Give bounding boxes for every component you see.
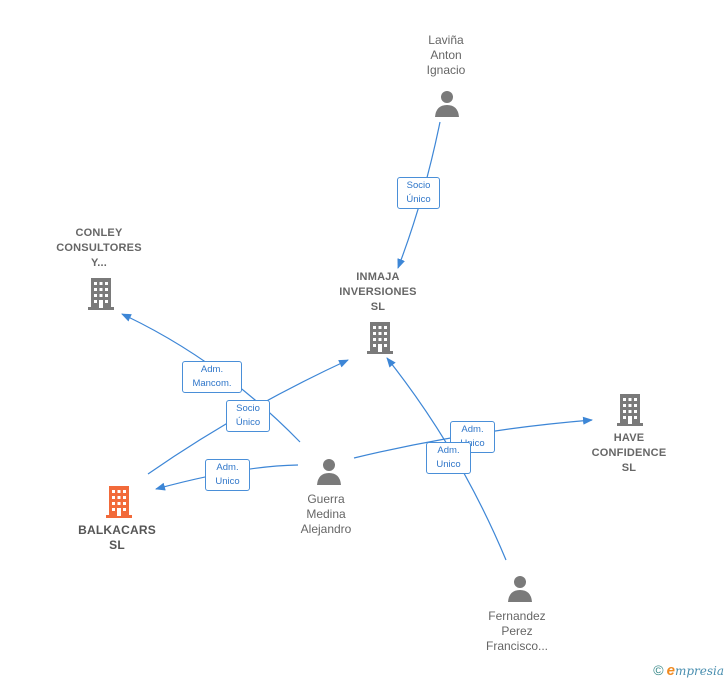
edge-label-line: Unico	[460, 438, 485, 449]
edge-label-line: Unico	[215, 476, 240, 487]
node-label-inmaja[interactable]: INMAJA INVERSIONES SL	[339, 270, 416, 315]
node-label-line: SL	[621, 462, 637, 474]
node-label-line: Anton	[430, 48, 462, 62]
node-label-line: Guerra	[307, 492, 345, 506]
node-label-line: INVERSIONES	[339, 286, 417, 298]
brand-initial: e	[666, 662, 675, 679]
node-label-line: CONSULTORES	[56, 242, 142, 254]
edge-label-line: Socio	[236, 403, 260, 414]
edge-label-line: Adm.	[437, 445, 460, 456]
edge-label-guerra-inmaja[interactable]: Socio Único	[226, 400, 270, 432]
edge-label-line: Socio	[406, 180, 431, 191]
building-icon[interactable]	[85, 276, 117, 310]
node-label-line: Fernandez	[488, 609, 546, 623]
edge-label-line: Mancom.	[192, 378, 232, 389]
node-label-line: Alejandro	[300, 522, 352, 536]
edge-label-line: Único	[235, 417, 261, 428]
edge-label-guerra-conley[interactable]: Adm. Mancom.	[182, 361, 242, 393]
edge-label-fernandez-inmaja[interactable]: Adm. Unico	[426, 442, 471, 474]
node-label-have[interactable]: HAVE CONFIDENCE SL	[592, 431, 667, 476]
node-label-line: Medina	[306, 507, 346, 521]
node-label-line: CONFIDENCE	[591, 447, 667, 459]
node-label-conley[interactable]: CONLEY CONSULTORES Y...	[56, 226, 142, 271]
building-icon-focus[interactable]	[103, 484, 135, 518]
copyright-icon: ©	[653, 662, 664, 678]
person-icon[interactable]	[314, 456, 344, 486]
person-icon[interactable]	[505, 573, 535, 603]
edge-label-line: Unico	[436, 459, 461, 470]
edge-label-line: Adm.	[461, 424, 484, 435]
building-icon[interactable]	[364, 320, 396, 354]
edge-label-line: Adm.	[216, 462, 239, 473]
node-label-line: BALKACARS	[78, 523, 156, 537]
node-label-line: Francisco...	[485, 639, 549, 653]
edge-label-line: Adm.	[200, 364, 224, 375]
node-label-line: Perez	[501, 624, 533, 638]
node-label-line: Ignacio	[426, 63, 466, 77]
node-label-fernandez[interactable]: Fernandez Perez Francisco...	[486, 609, 548, 654]
node-label-line: Y...	[90, 257, 108, 269]
person-icon[interactable]	[432, 88, 462, 118]
node-label-line: INMAJA	[356, 271, 400, 283]
building-icon[interactable]	[614, 392, 646, 426]
node-label-balkacars[interactable]: BALKACARS SL	[78, 523, 156, 553]
node-label-line: CONLEY	[75, 227, 123, 239]
edge-label-lavina-inmaja[interactable]: Socio Único	[397, 177, 440, 209]
node-label-line: SL	[109, 538, 125, 552]
brand-name: mpresia	[674, 664, 724, 678]
node-label-guerra[interactable]: Guerra Medina Alejandro	[301, 492, 352, 537]
node-label-line: HAVE	[613, 432, 645, 444]
edge-label-line: Único	[406, 194, 431, 205]
node-label-line: Laviña	[428, 33, 464, 47]
node-label-line: SL	[370, 301, 386, 313]
footer-brand: ©empresia	[653, 662, 724, 679]
edge-label-guerra-balkacars[interactable]: Adm. Unico	[205, 459, 250, 491]
node-label-lavina[interactable]: Laviña Anton Ignacio	[427, 33, 466, 78]
